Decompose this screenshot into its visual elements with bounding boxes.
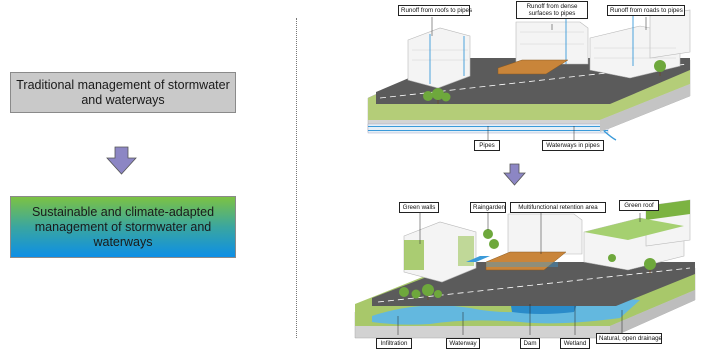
callout-raingarden: Raingarden — [470, 202, 506, 213]
callout-green-walls: Green walls — [399, 202, 439, 213]
callout-infiltration: Infiltration — [376, 338, 412, 349]
callout-multifunctional-retention: Multifunctional retention area — [510, 202, 606, 213]
callout-runoff-roads: Runoff from roads to pipes — [607, 5, 685, 16]
sustainable-management-box: Sustainable and climate-adapted manageme… — [10, 196, 236, 258]
traditional-city-illustration — [367, 9, 691, 141]
callout-runoff-dense: Runoff from dense surfaces to pipes — [516, 1, 588, 19]
panel-divider — [296, 18, 297, 338]
callout-pipes: Pipes — [474, 140, 500, 151]
traditional-management-box: Traditional management of stormwater and… — [10, 72, 236, 113]
down-arrow-icon-right — [503, 163, 526, 186]
callout-green-roof: Green roof — [619, 200, 659, 211]
down-arrow-icon — [106, 146, 137, 175]
sustainable-city-illustration — [354, 199, 696, 339]
callout-waterway: Waterway — [446, 338, 480, 349]
callout-runoff-roofs: Runoff from roofs to pipes — [398, 5, 472, 16]
callout-waterways-in-pipes: Waterways in pipes — [542, 140, 604, 151]
callout-wetland: Wetland — [560, 338, 590, 349]
callout-natural-open-drainage: Natural, open drainage — [596, 333, 662, 344]
callout-dam: Dam — [520, 338, 540, 349]
sustainable-management-label: Sustainable and climate-adapted manageme… — [31, 204, 215, 249]
traditional-management-label: Traditional management of stormwater and… — [16, 77, 230, 107]
